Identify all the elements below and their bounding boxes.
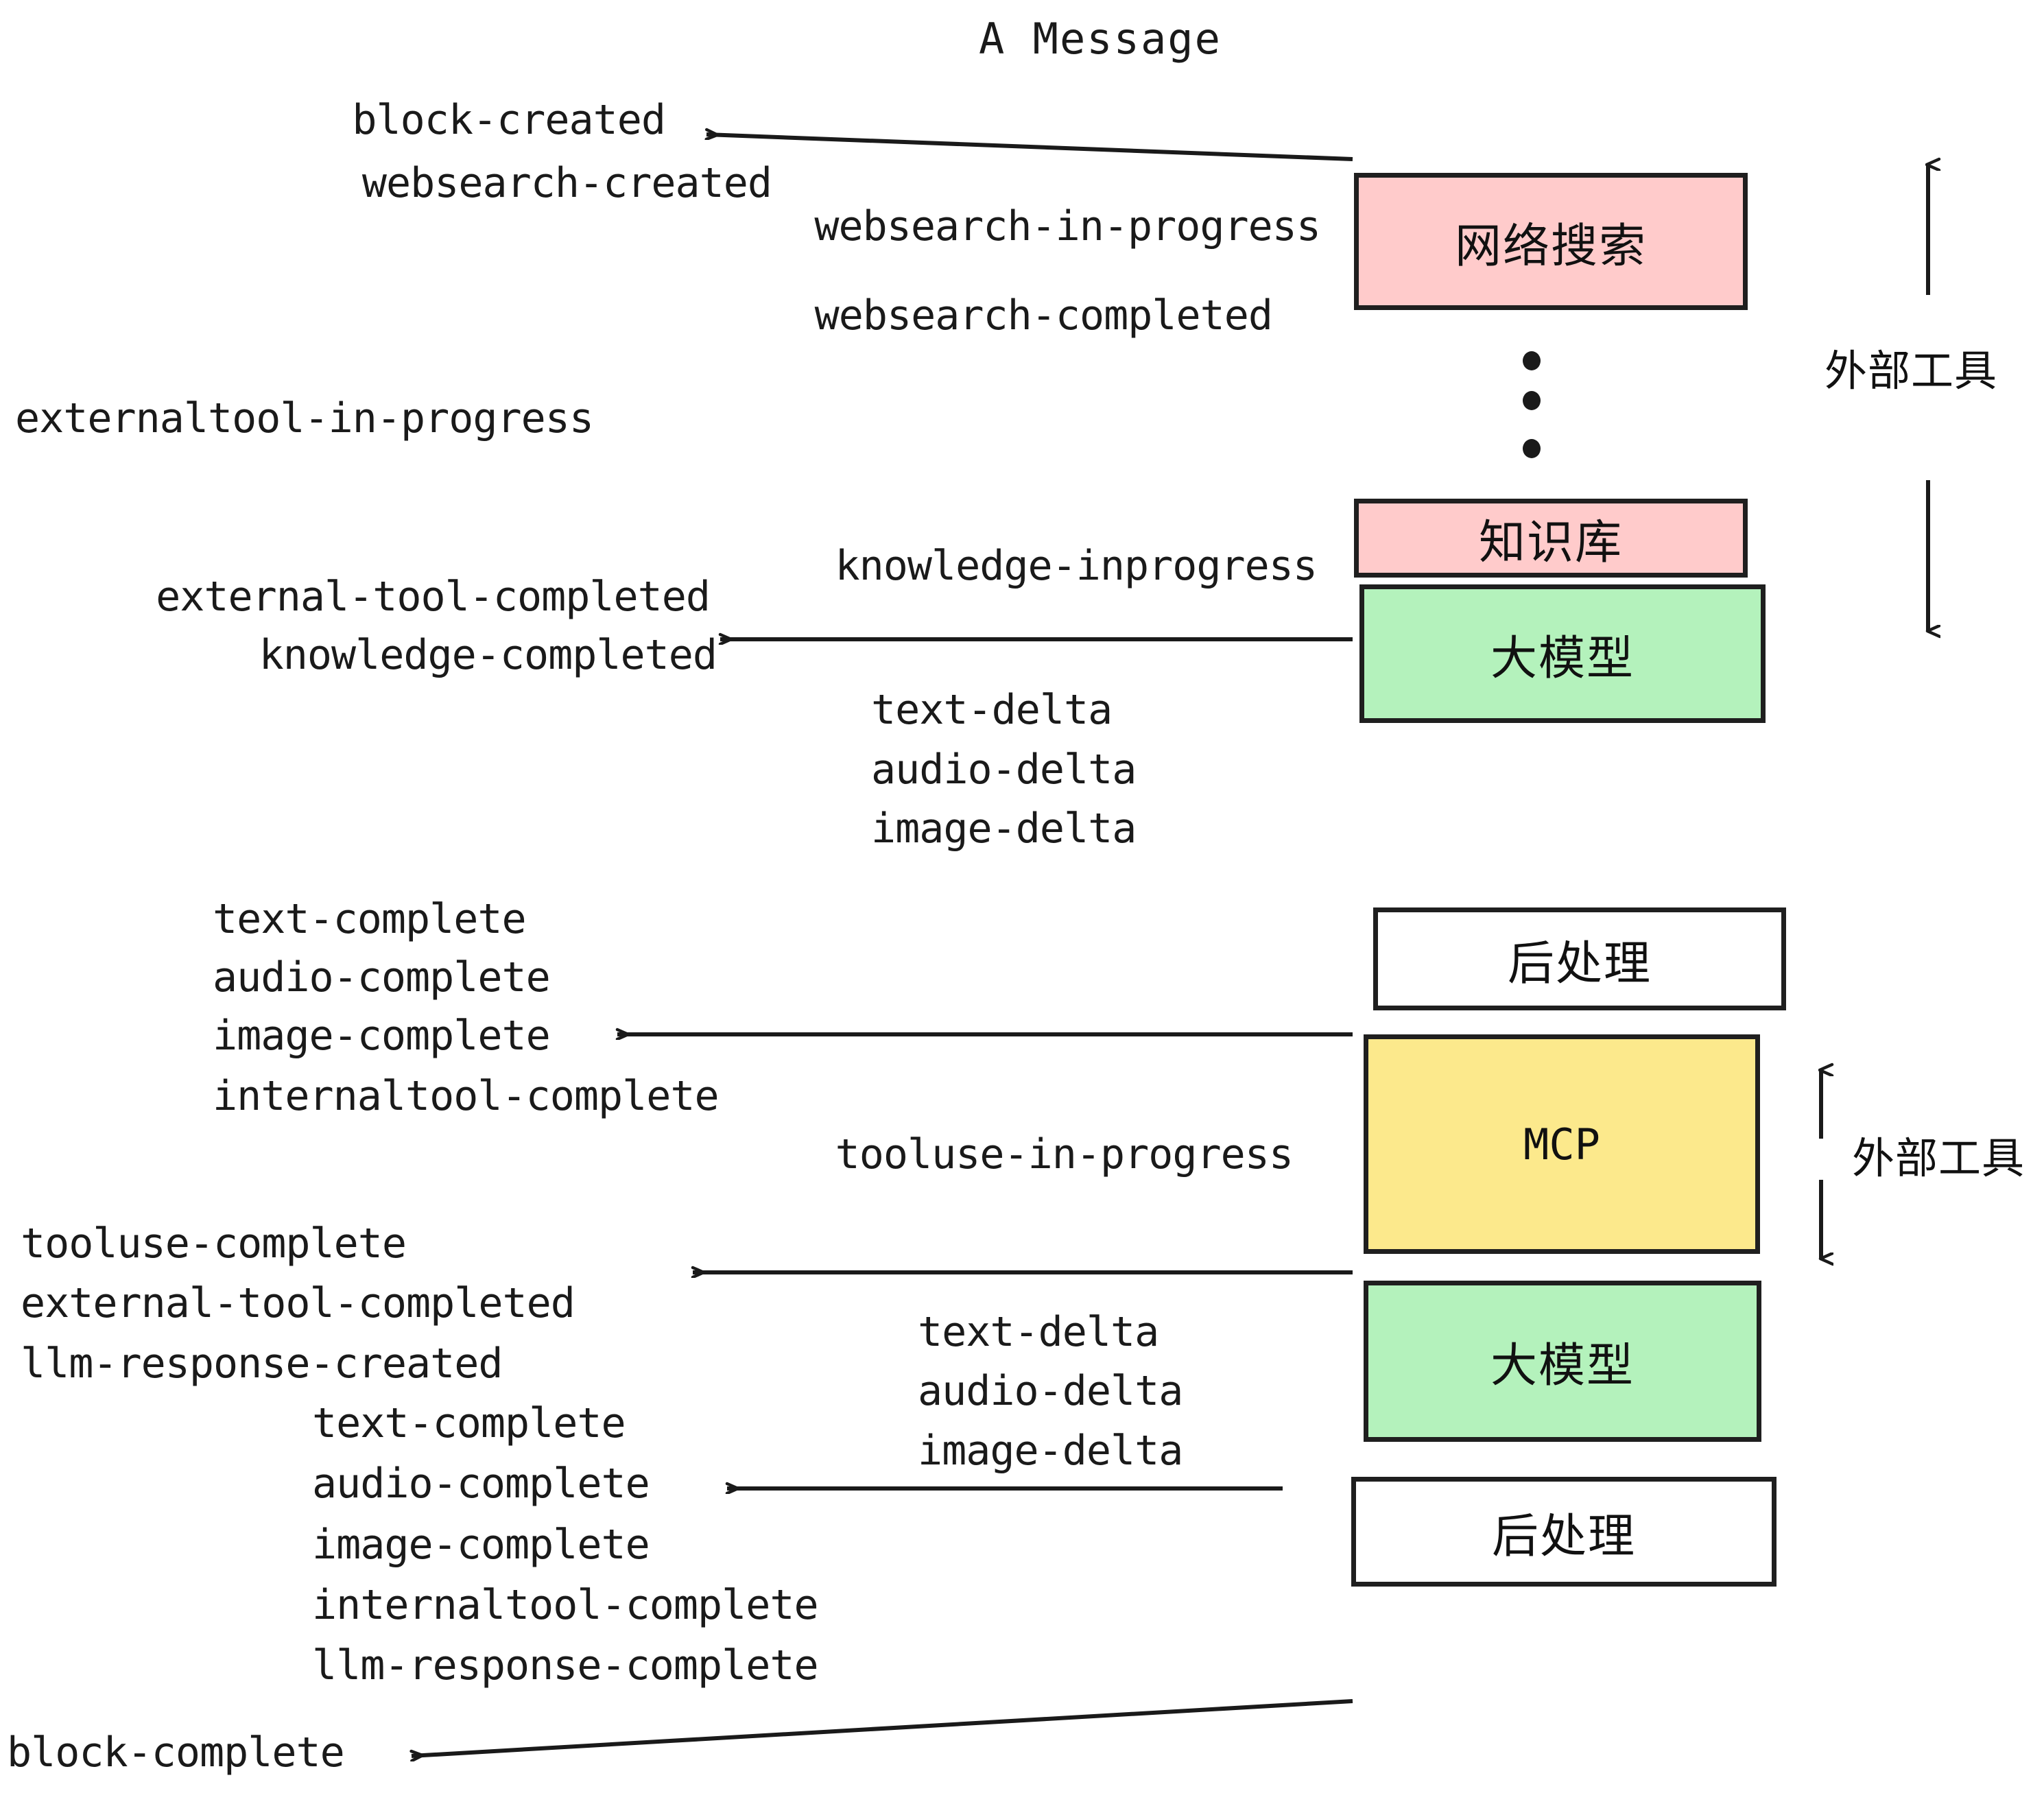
event-internaltool-complete-2: internaltool-complete [312, 1581, 819, 1629]
event-text-complete-1: text-complete [213, 895, 527, 943]
event-image-delta-2: image-delta [918, 1427, 1183, 1475]
event-websearch-in-progress: websearch-in-progress [814, 202, 1321, 250]
event-external-tool-completed-2: external-tool-completed [21, 1279, 575, 1327]
event-block-created: block-created [352, 96, 666, 144]
box-llm-second-label: 大模型 [1490, 1339, 1635, 1393]
box-postprocess-second-label: 后处理 [1491, 1509, 1636, 1564]
event-llm-response-complete: llm-response-complete [312, 1641, 819, 1689]
event-externaltool-in-progress: externaltool-in-progress [15, 394, 594, 442]
event-tooluse-in-progress: tooluse-in-progress [835, 1130, 1294, 1178]
side-label-external-tools-upper: 外部工具 [1825, 346, 1998, 396]
ellipsis-dot-1 [1523, 351, 1541, 370]
event-audio-complete-2: audio-complete [312, 1460, 650, 1508]
event-image-complete-2: image-complete [312, 1521, 650, 1569]
event-websearch-created: websearch-created [361, 159, 772, 207]
diagram-title: A Message [979, 14, 1222, 64]
event-audio-delta-2: audio-delta [918, 1367, 1183, 1415]
box-postprocess-first: 后处理 [1373, 907, 1786, 1010]
event-external-tool-completed-1: external-tool-completed [156, 573, 711, 621]
event-image-complete-1: image-complete [213, 1012, 551, 1060]
box-knowledge-base-label: 知识库 [1478, 516, 1623, 570]
box-mcp-label: MCP [1523, 1119, 1600, 1170]
box-llm-second: 大模型 [1364, 1281, 1761, 1442]
box-postprocess-first-label: 后处理 [1507, 936, 1652, 991]
event-websearch-completed: websearch-completed [814, 292, 1273, 340]
event-block-complete: block-complete [7, 1729, 345, 1777]
side-label-external-tools-lower: 外部工具 [1852, 1133, 2025, 1183]
box-mcp: MCP [1364, 1034, 1760, 1254]
arrow-postprocess-to-blockcomplete [412, 1699, 1353, 1756]
box-postprocess-second: 后处理 [1351, 1477, 1776, 1587]
event-internaltool-complete-1: internaltool-complete [213, 1072, 720, 1120]
event-text-complete-2: text-complete [312, 1399, 626, 1447]
event-image-delta-1: image-delta [871, 805, 1137, 853]
box-llm-first-label: 大模型 [1490, 631, 1635, 686]
box-llm-first: 大模型 [1359, 584, 1766, 723]
ellipsis-dot-2 [1523, 391, 1541, 410]
event-audio-complete-1: audio-complete [213, 953, 551, 1001]
event-tooluse-complete: tooluse-complete [21, 1220, 407, 1268]
box-websearch: 网络搜索 [1354, 173, 1748, 310]
arrow-websearch-to-blockcreated [706, 134, 1353, 161]
event-knowledge-completed: knowledge-completed [259, 631, 717, 679]
event-llm-response-created: llm-response-created [21, 1340, 503, 1388]
box-knowledge-base: 知识库 [1354, 499, 1748, 578]
event-knowledge-inprogress: knowledge-inprogress [835, 542, 1318, 590]
event-text-delta-2: text-delta [918, 1308, 1159, 1356]
box-websearch-label: 网络搜索 [1454, 219, 1647, 274]
event-text-delta-1: text-delta [871, 686, 1113, 734]
event-audio-delta-1: audio-delta [871, 746, 1137, 794]
ellipsis-dot-3 [1523, 439, 1541, 458]
